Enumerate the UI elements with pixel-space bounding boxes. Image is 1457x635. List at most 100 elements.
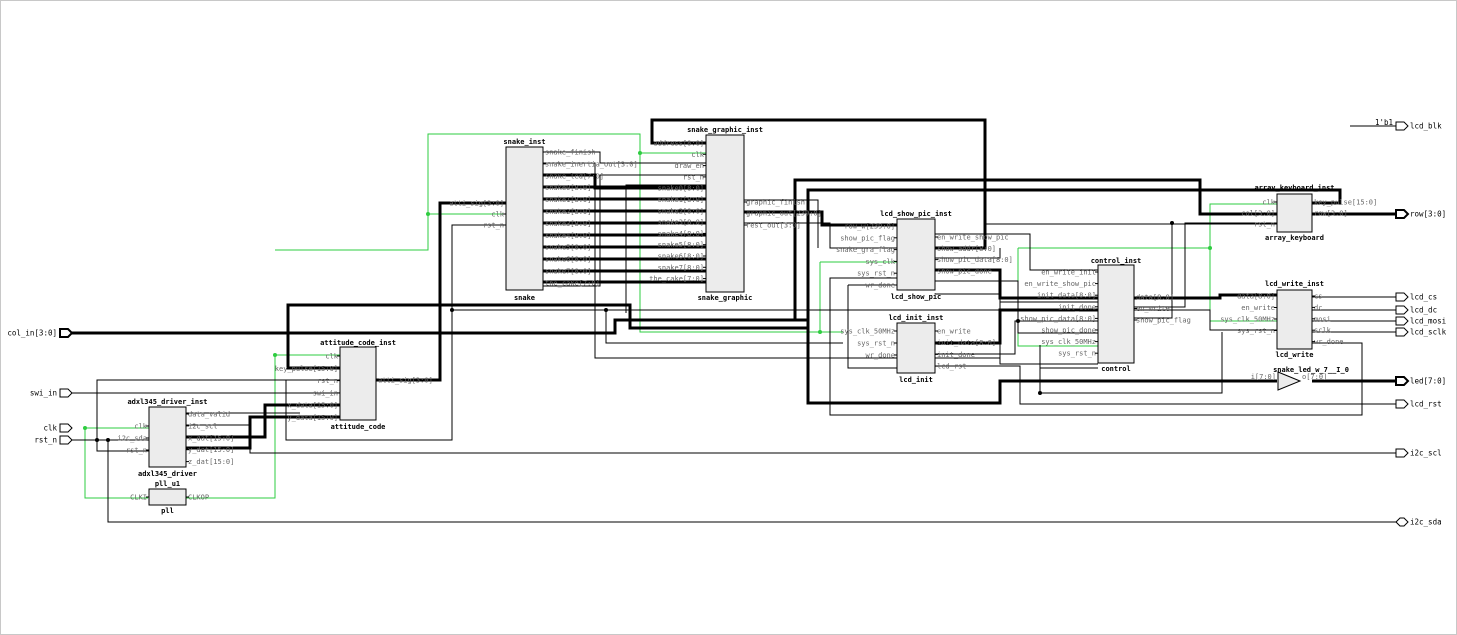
block-control[interactable] bbox=[1097, 264, 1135, 364]
block-array-keyboard[interactable] bbox=[1276, 193, 1313, 233]
lcd_show_pic-in-port: snake_gra_flag bbox=[836, 246, 895, 254]
lcd_write-out-port: dc bbox=[1314, 304, 1322, 312]
lcd_show_pic-cell-name: lcd_show_pic bbox=[891, 293, 942, 301]
lcd_init-in-port: sys_clk_50MHz bbox=[840, 328, 895, 336]
top-in-port: col_in[3:0] bbox=[7, 329, 57, 338]
lcd_write-out-port: wr_done bbox=[1314, 338, 1344, 346]
attitude_code-cell-name: attitude_code bbox=[331, 423, 386, 431]
snake-cell-name: snake bbox=[514, 294, 535, 302]
adxl345_driver-in-port: rst_n bbox=[126, 447, 147, 455]
adxl345_driver-instance-name: adxl345_driver_inst bbox=[127, 398, 207, 406]
block-snake-graphic[interactable] bbox=[705, 134, 745, 293]
top-in-port-marker[interactable] bbox=[59, 388, 73, 398]
adxl345_driver-out-port: z_dat[15:0] bbox=[188, 458, 234, 466]
top-out-port-marker[interactable] bbox=[1395, 121, 1409, 131]
snake_graphic-cell-name: snake_graphic bbox=[698, 294, 753, 302]
snake_graphic-in-port: snake0[8:0] bbox=[658, 185, 704, 193]
snake-out-port: snake7[8:0] bbox=[545, 268, 591, 276]
snake-out-port: snake_led[7:0] bbox=[545, 172, 604, 180]
top-out-port: lcd_dc bbox=[1410, 306, 1437, 315]
lcd_write-out-port: mosi bbox=[1314, 315, 1331, 323]
lcd_init-out-port: init_done bbox=[937, 351, 975, 359]
top-in-port-marker[interactable] bbox=[59, 423, 73, 433]
lcd_write-in-port: data[8:0] bbox=[1237, 293, 1275, 301]
array_keyboard-in-port: clk bbox=[1262, 199, 1275, 207]
snake-in-port: clk bbox=[491, 211, 504, 219]
constant-label: 1'b1 bbox=[1375, 118, 1393, 127]
block-lcd-init[interactable] bbox=[896, 322, 936, 374]
snake-out-port: snake_finish bbox=[545, 149, 596, 157]
top-out-port-marker[interactable] bbox=[1395, 376, 1410, 386]
control-in-port: en_write_show_pic bbox=[1024, 280, 1096, 288]
lcd_write-cell-name: lcd_write bbox=[1276, 351, 1314, 359]
snake_graphic-in-port: snake7[8:0] bbox=[658, 264, 704, 272]
snake-out-port: snake2[8:0] bbox=[545, 208, 591, 216]
attitude_code-in-port: swi_in bbox=[313, 389, 338, 397]
junction bbox=[95, 438, 99, 442]
block-pll[interactable] bbox=[148, 488, 187, 506]
top-in-port-marker[interactable] bbox=[59, 435, 73, 445]
top-out-port-marker[interactable] bbox=[1395, 209, 1410, 219]
junction bbox=[106, 438, 110, 442]
top-out-port-marker[interactable] bbox=[1395, 305, 1409, 315]
array_keyboard-in-port: rst_n bbox=[1254, 221, 1275, 229]
pll-cell-name: pll bbox=[161, 507, 174, 515]
attitude_code-instance-name: attitude_code_inst bbox=[320, 339, 396, 347]
snake_graphic-instance-name: snake_graphic_inst bbox=[687, 126, 763, 134]
top-in-port: clk bbox=[43, 424, 57, 433]
top-out-port: led[7:0] bbox=[1410, 377, 1446, 386]
snake_graphic-in-port: the_cake[7:0] bbox=[649, 275, 704, 283]
top-out-port-marker[interactable] bbox=[1395, 316, 1409, 326]
block-lcd-write[interactable] bbox=[1276, 289, 1313, 350]
lcd_show_pic-out-port: show_addr[8:0] bbox=[937, 245, 996, 253]
adxl345_driver-cell-name: adxl345_driver bbox=[138, 470, 197, 478]
top-out-port-marker[interactable] bbox=[1395, 292, 1409, 302]
junction bbox=[1170, 221, 1174, 225]
array_keyboard-out-port: key_pulse[15:0] bbox=[1314, 199, 1377, 207]
top-inout-port-marker[interactable] bbox=[1395, 517, 1409, 527]
snake-in-port: rst_n bbox=[483, 222, 504, 230]
junction bbox=[818, 330, 822, 334]
array_keyboard-instance-name: array_keyboard_inst bbox=[1254, 184, 1334, 192]
snake-out-port: snake3[8:0] bbox=[545, 220, 591, 228]
top-out-port-marker[interactable] bbox=[1395, 327, 1409, 337]
control-in-port: show_pic_done bbox=[1041, 327, 1096, 335]
top-out-port: lcd_rst bbox=[1410, 400, 1442, 409]
block-attitude-code[interactable] bbox=[339, 346, 377, 421]
snake-out-port: snake0[8:0] bbox=[545, 184, 591, 192]
lcd_show_pic-instance-name: lcd_show_pic_inst bbox=[880, 210, 952, 218]
block-lcd-show-pic[interactable] bbox=[896, 218, 936, 291]
junction bbox=[273, 353, 277, 357]
top-out-port: lcd_cs bbox=[1410, 293, 1437, 302]
attitude_code-in-port: clk bbox=[325, 353, 338, 361]
reset-and-control-nets bbox=[72, 125, 1396, 523]
control-out-port: show_pic_flag bbox=[1136, 317, 1191, 325]
snake-out-port: snake4[8:0] bbox=[545, 232, 591, 240]
junction bbox=[450, 308, 454, 312]
bus-nets bbox=[72, 118, 1396, 450]
top-in-port-marker[interactable] bbox=[59, 328, 74, 338]
snake_graphic-in-port: draw_en bbox=[674, 162, 704, 170]
lcd_show_pic-in-port: show_pic_flag bbox=[840, 234, 895, 242]
top-out-port-marker[interactable] bbox=[1395, 399, 1409, 409]
control-in-port: sys_rst_n bbox=[1058, 350, 1096, 358]
buffer-triangle[interactable] bbox=[1277, 371, 1302, 391]
top-out-port-marker[interactable] bbox=[1395, 448, 1409, 458]
block-snake[interactable] bbox=[505, 146, 544, 291]
lcd_show_pic-in-port: sys_rst_n bbox=[857, 270, 895, 278]
attitude_code-in-port: y_data[15:0] bbox=[287, 414, 338, 422]
block-adxl345-driver[interactable] bbox=[148, 406, 187, 468]
array_keyboard-in-port: col[3:0] bbox=[1241, 210, 1275, 218]
adxl345_driver-in-port: clk bbox=[134, 423, 147, 431]
pll-instance-name: pll_u1 bbox=[155, 480, 180, 488]
lcd_write-in-port: sys_clk_50MHz bbox=[1220, 316, 1275, 324]
top-out-port: lcd_sclk bbox=[1410, 328, 1447, 337]
lcd_write-out-port: cs bbox=[1314, 293, 1322, 301]
lcd_init-in-port: sys_rst_n bbox=[857, 340, 895, 348]
adxl345_driver-in-port: i2c_sda bbox=[117, 435, 147, 443]
snake_graphic-out-port: graphic_out[239:0] bbox=[746, 210, 822, 218]
attitude_code-in-port: rst_n bbox=[317, 377, 338, 385]
adxl345_driver-out-port: i2c_scl bbox=[188, 422, 218, 430]
snake_graphic-in-port: rst_n bbox=[683, 173, 704, 181]
junction bbox=[1016, 319, 1020, 323]
